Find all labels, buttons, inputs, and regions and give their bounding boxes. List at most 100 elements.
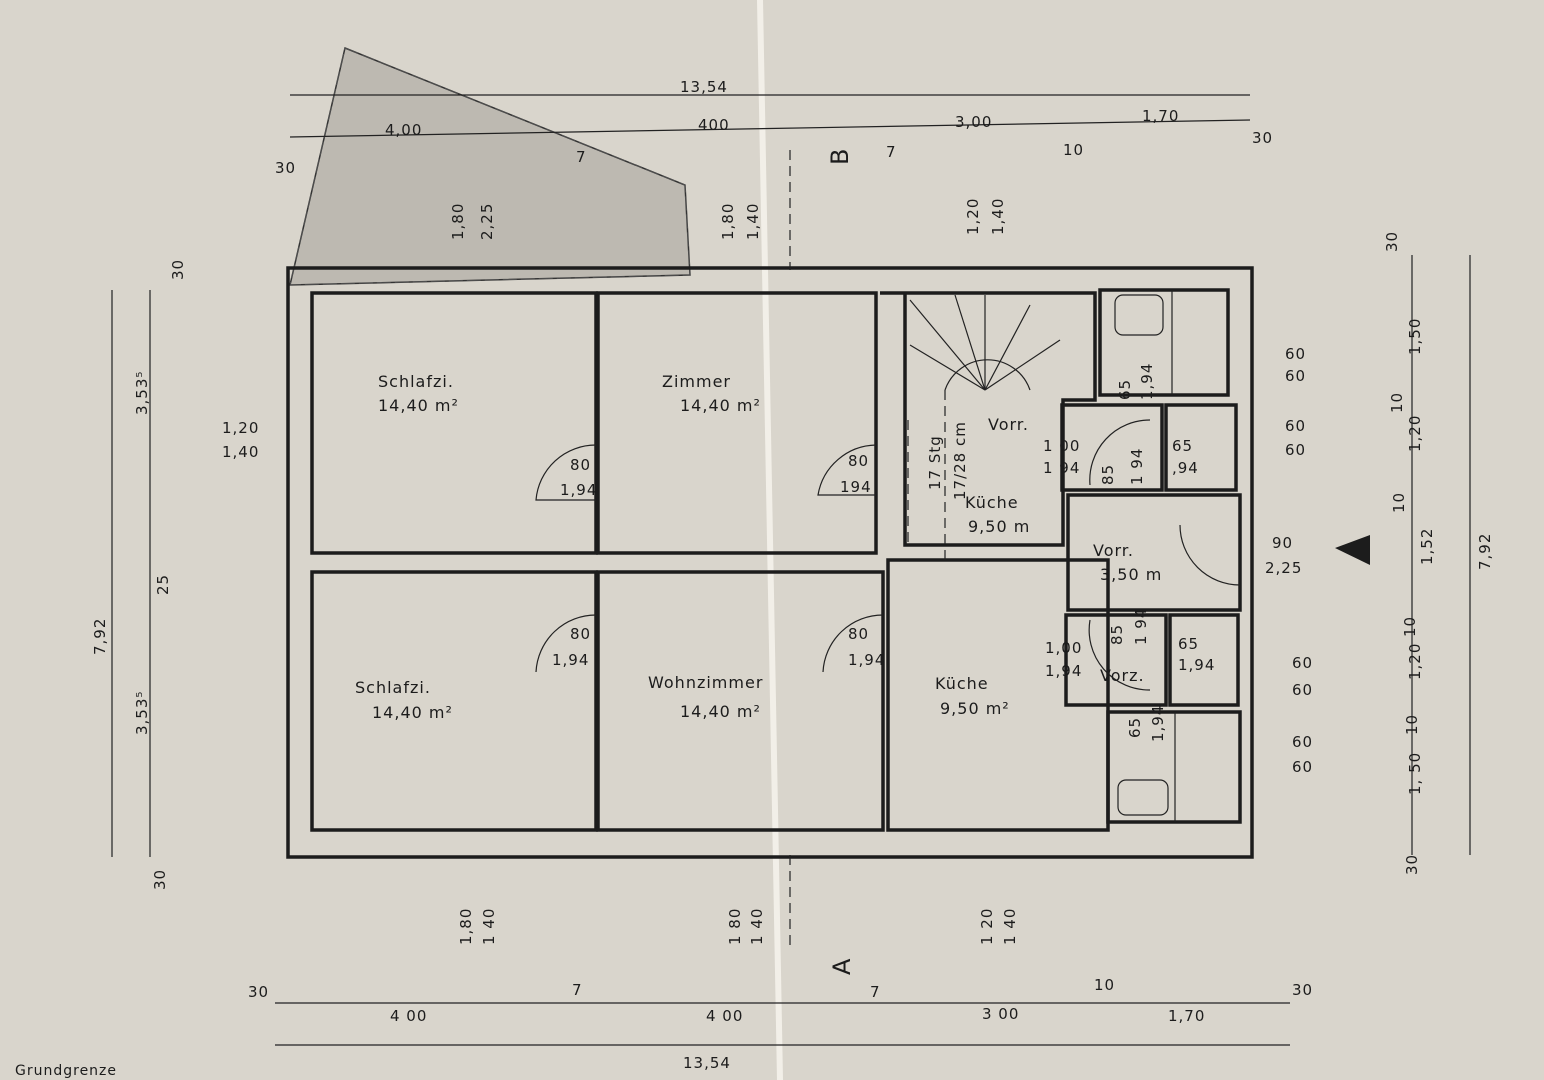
door-5-height: 1 94 bbox=[1043, 459, 1080, 477]
room-wohnzimmer-area: 14,40 m² bbox=[680, 702, 761, 721]
dim-right-3: 1,52 bbox=[1418, 528, 1436, 565]
left-window-width: 1,20 bbox=[222, 419, 259, 437]
door-2-width: 80 bbox=[570, 625, 591, 643]
room-kueche-bottom-area: 9,50 m² bbox=[940, 699, 1010, 718]
room-schlafzi-top-name: Schlafzi. bbox=[378, 372, 454, 391]
door-1-width: 80 bbox=[570, 456, 591, 474]
dim-left-bottom-30: 30 bbox=[151, 869, 169, 890]
dim-left-mid: 25 bbox=[154, 574, 172, 595]
entrance-arrow-icon bbox=[1335, 535, 1370, 565]
door-swings bbox=[535, 419, 1241, 691]
dim-bottom-wall-left: 30 bbox=[248, 983, 269, 1001]
dim-right-gap-4: 10 bbox=[1403, 714, 1421, 735]
bottom-window-2-width: 1 80 bbox=[726, 908, 744, 945]
right-window-2-height: 60 bbox=[1285, 441, 1306, 459]
right-window-1-height: 60 bbox=[1285, 367, 1306, 385]
top-window-3-height: 1,40 bbox=[989, 198, 1007, 235]
door-2-height: 1,94 bbox=[552, 651, 589, 669]
door-6-height: 1 94 bbox=[1128, 448, 1146, 485]
dim-right-1: 1,50 bbox=[1406, 318, 1424, 355]
left-window-height: 1,40 bbox=[222, 443, 259, 461]
room-zimmer-name: Zimmer bbox=[662, 372, 731, 391]
dim-left-upper: 3,53⁵ bbox=[133, 371, 151, 415]
room-kueche-top-name: Küche bbox=[965, 493, 1019, 512]
door-9-height: 1,94 bbox=[1045, 662, 1082, 680]
staircase bbox=[907, 294, 1061, 560]
door-13-height: 2,25 bbox=[1265, 559, 1302, 577]
dim-left-total: 7,92 bbox=[91, 618, 109, 655]
room-vorz-name: Vorz. bbox=[1100, 666, 1145, 685]
property-boundary-label: Grundgrenze bbox=[15, 1063, 117, 1079]
dim-right-gap-1: 10 bbox=[1388, 392, 1406, 413]
dim-top-4: 1,70 bbox=[1142, 107, 1179, 125]
door-4-width: 80 bbox=[848, 625, 869, 643]
right-window-4-height: 60 bbox=[1292, 758, 1313, 776]
room-vorr-mid-area: 3,50 m bbox=[1100, 565, 1162, 584]
door-1-height: 1,94 bbox=[560, 481, 597, 499]
door-9-width: 1,00 bbox=[1045, 639, 1082, 657]
door-11-width: 65 bbox=[1178, 635, 1199, 653]
dim-bottom-total: 13,54 bbox=[683, 1054, 731, 1072]
dim-bottom-3: 3 00 bbox=[982, 1005, 1019, 1023]
right-window-3-height: 60 bbox=[1292, 681, 1313, 699]
dim-bottom-7b: 7 bbox=[870, 983, 881, 1001]
door-8-height: ,94 bbox=[1172, 459, 1199, 477]
room-kueche-top-area: 9,50 m bbox=[968, 517, 1030, 536]
right-window-3-width: 60 bbox=[1292, 654, 1313, 672]
section-marker-b: B bbox=[826, 148, 854, 165]
room-schlafzi-top-area: 14,40 m² bbox=[378, 396, 459, 415]
dim-top-3: 3,00 bbox=[955, 113, 992, 131]
stairs-steps: 17 Stg bbox=[926, 435, 944, 490]
bottom-window-3-height: 1 40 bbox=[1001, 908, 1019, 945]
bottom-window-1-height: 1 40 bbox=[480, 908, 498, 945]
door-12-height: 1,94 bbox=[1149, 705, 1167, 742]
dim-right-gap-3: 10 bbox=[1401, 616, 1419, 637]
dim-top-7a: 7 bbox=[576, 148, 587, 166]
dim-bottom-7a: 7 bbox=[572, 981, 583, 999]
dim-bottom-wall-right: 30 bbox=[1292, 981, 1313, 999]
bottom-window-2-height: 1 40 bbox=[748, 908, 766, 945]
top-window-3-width: 1,20 bbox=[964, 198, 982, 235]
dim-bottom-10: 10 bbox=[1094, 976, 1115, 994]
door-7-height: 1,94 bbox=[1138, 363, 1156, 400]
dim-top-2: 400 bbox=[698, 116, 730, 134]
dimension-lines bbox=[111, 94, 1471, 1046]
door-3-height: 194 bbox=[840, 478, 872, 496]
door-6-width: 85 bbox=[1099, 464, 1117, 485]
room-vorr-top-name: Vorr. bbox=[988, 415, 1029, 434]
room-vorr-mid-name: Vorr. bbox=[1093, 541, 1134, 560]
dim-right-total: 7,92 bbox=[1476, 533, 1494, 570]
door-4-height: 1,94 bbox=[848, 651, 885, 669]
door-13-width: 90 bbox=[1272, 534, 1293, 552]
dim-right-bottom-30: 30 bbox=[1403, 854, 1421, 875]
dim-left-lower: 3,53⁵ bbox=[133, 691, 151, 735]
right-window-4-width: 60 bbox=[1292, 733, 1313, 751]
bottom-window-1-width: 1,80 bbox=[457, 908, 475, 945]
dim-top-10: 10 bbox=[1063, 141, 1084, 159]
room-wohnzimmer-name: Wohnzimmer bbox=[648, 673, 763, 692]
room-kueche-bottom-name: Küche bbox=[935, 674, 989, 693]
door-7-width: 65 bbox=[1116, 379, 1134, 400]
door-5-width: 1 00 bbox=[1043, 437, 1080, 455]
dim-right-2: 1,20 bbox=[1406, 415, 1424, 452]
top-window-2-width: 1,80 bbox=[719, 203, 737, 240]
top-window-2-height: 1,40 bbox=[744, 203, 762, 240]
walls bbox=[286, 266, 1254, 859]
dim-top-total: 13,54 bbox=[680, 78, 728, 96]
right-window-1-width: 60 bbox=[1285, 345, 1306, 363]
dim-right-5: 1, 50 bbox=[1406, 752, 1424, 795]
dim-bottom-4: 1,70 bbox=[1168, 1007, 1205, 1025]
right-window-2-width: 60 bbox=[1285, 417, 1306, 435]
dim-top-wall-right: 30 bbox=[1252, 129, 1273, 147]
stone-terrace bbox=[289, 46, 691, 286]
dim-right-gap-2: 10 bbox=[1390, 492, 1408, 513]
dim-bottom-2: 4 00 bbox=[706, 1007, 743, 1025]
door-3-width: 80 bbox=[848, 452, 869, 470]
top-window-1-width: 1,80 bbox=[449, 203, 467, 240]
door-12-width: 65 bbox=[1126, 717, 1144, 738]
dim-bottom-1: 4 00 bbox=[390, 1007, 427, 1025]
stairs-rise: 17/28 cm bbox=[951, 421, 969, 500]
dim-right-4: 1,20 bbox=[1406, 643, 1424, 680]
door-10-height: 1 94 bbox=[1132, 608, 1150, 645]
